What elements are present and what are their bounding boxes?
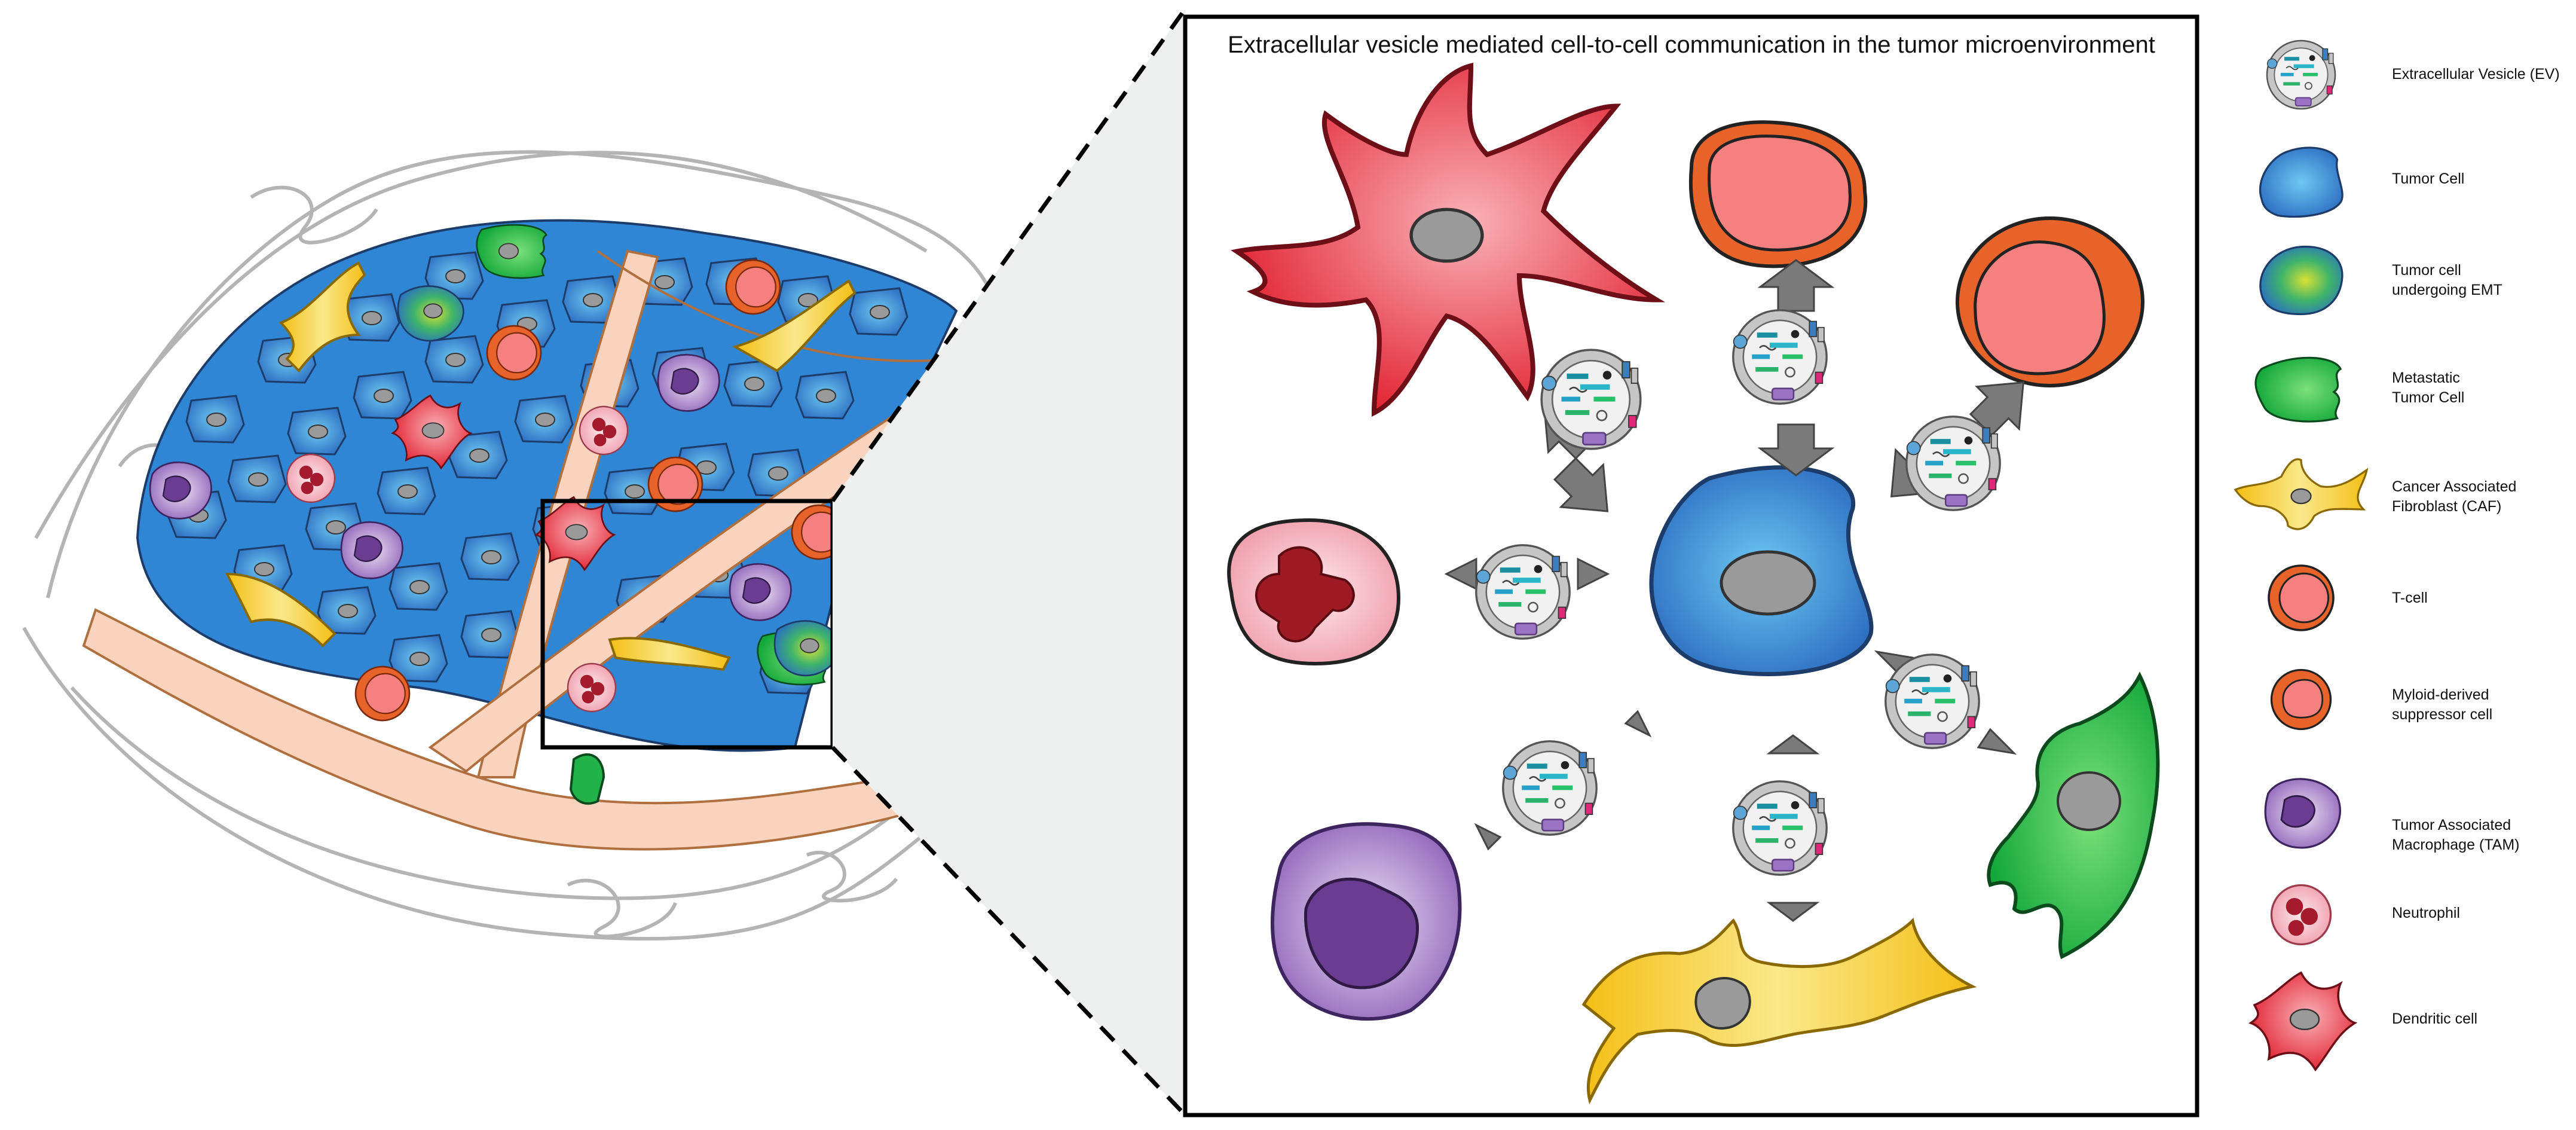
legend-tam-icon (2264, 778, 2341, 849)
extravasating-metastatic-cell (569, 753, 605, 805)
legend-caf-icon (2234, 458, 2369, 530)
legend-label-t-cell: T-cell (2392, 590, 2428, 606)
immune-cells-in-tissue (149, 224, 856, 805)
ev-icon (1540, 349, 1642, 450)
ev-icon (1732, 309, 1828, 405)
legend: Extracellular Vesicle (EV) Tumor Cell Tu… (2234, 39, 2560, 1072)
neutrophil-large (1227, 518, 1401, 666)
legend-metastatic-cell-icon (2254, 356, 2342, 423)
tam-large (1271, 822, 1462, 1021)
tumor-tissue-illustration (22, 150, 1008, 941)
legend-label-neutrophil: Neutrophil (2392, 905, 2460, 921)
ev-icon (1502, 740, 1598, 836)
caf-large (1581, 917, 1977, 1105)
mdsc-large (1956, 216, 2144, 387)
zoom-connector (831, 7, 1187, 1117)
legend-label-tumor-cell: Tumor Cell (2392, 170, 2464, 187)
ev-icon (1475, 544, 1571, 640)
metastatic-cell-large (1987, 671, 2160, 960)
ev-icon (1905, 416, 2001, 511)
legend-neutrophil-icon (2270, 884, 2332, 946)
legend-dendritic-cell-icon (2248, 971, 2358, 1072)
dendritic-cell-large (1231, 62, 1666, 417)
legend-label-dendritic-cell: Dendritic cell (2392, 1010, 2477, 1027)
t-cell-large (1688, 120, 1868, 268)
panel-title: Extracellular vesicle mediated cell-to-c… (1228, 32, 2155, 58)
legend-emt-tumor-cell-icon (2259, 245, 2344, 316)
central-tumor-cell (1649, 465, 1874, 676)
ev-icon (1732, 780, 1828, 876)
legend-label-ev: Extracellular Vesicle (EV) (2392, 66, 2560, 83)
zoomed-panel: Extracellular vesicle mediated cell-to-c… (1183, 14, 2199, 1117)
legend-ev-icon (2266, 39, 2336, 110)
legend-tumor-cell-icon (2259, 146, 2344, 218)
legend-t-cell-icon (2268, 564, 2335, 631)
ev-icon (1884, 653, 1980, 749)
legend-mdsc-icon (2270, 668, 2332, 731)
